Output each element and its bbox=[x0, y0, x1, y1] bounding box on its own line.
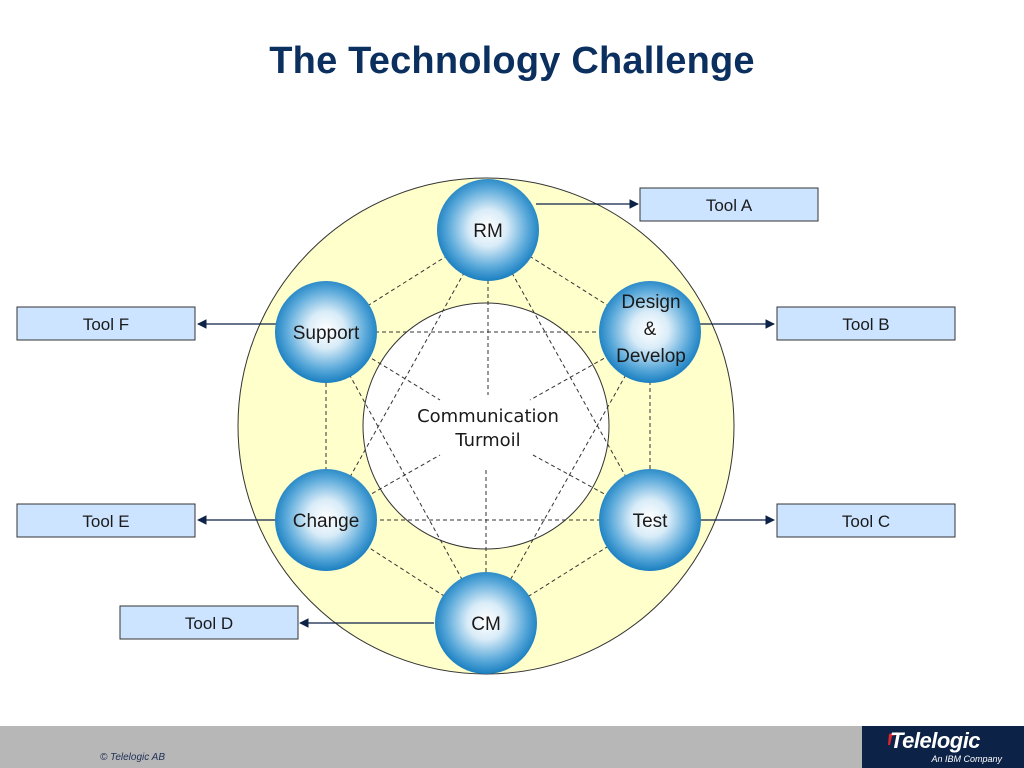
tool-b-label: Tool B bbox=[842, 315, 889, 334]
logo-wordmark: Telelogic bbox=[890, 728, 981, 753]
spoke-connections bbox=[365, 280, 611, 575]
node-test: Test bbox=[599, 469, 701, 571]
tool-a-label: Tool A bbox=[706, 196, 753, 215]
tool-box-d: Tool D bbox=[119, 605, 299, 640]
tool-box-b: Tool B bbox=[776, 306, 956, 341]
telelogic-logo: Telelogic An IBM Company bbox=[862, 726, 1024, 768]
node-design-label-line2: & bbox=[644, 319, 657, 340]
logo-tagline: An IBM Company bbox=[931, 754, 1002, 764]
tool-arrows bbox=[197, 199, 775, 628]
node-test-label: Test bbox=[633, 511, 669, 532]
node-design-label-line3: Develop bbox=[616, 346, 686, 367]
tool-c-label: Tool C bbox=[842, 512, 890, 531]
node-change: Change bbox=[275, 469, 377, 571]
tool-box-c: Tool C bbox=[776, 503, 956, 538]
page-title: The Technology Challenge bbox=[269, 40, 755, 82]
footer-bar: © Telelogic AB Telelogic An IBM Company bbox=[0, 726, 1024, 768]
node-design-develop: Design & Develop bbox=[599, 281, 701, 383]
node-rm: RM bbox=[437, 179, 539, 281]
node-support-label: Support bbox=[293, 323, 360, 344]
tool-box-e: Tool E bbox=[16, 503, 196, 538]
node-change-label: Change bbox=[293, 511, 360, 532]
center-label-line2: Turmoil bbox=[454, 430, 520, 451]
node-cm: CM bbox=[435, 572, 537, 674]
tool-box-f: Tool F bbox=[16, 306, 196, 341]
tool-f-label: Tool F bbox=[83, 315, 129, 334]
technology-cycle-diagram: Communication Turmoil RM Design & Develo… bbox=[16, 177, 956, 675]
tool-box-a: Tool A bbox=[639, 187, 819, 222]
node-cm-label: CM bbox=[471, 614, 501, 635]
tool-e-label: Tool E bbox=[82, 512, 129, 531]
node-rm-label: RM bbox=[473, 221, 503, 242]
logo-swoosh-icon bbox=[888, 732, 897, 745]
node-support: Support bbox=[275, 281, 377, 383]
node-design-label-line1: Design bbox=[621, 292, 680, 313]
tool-d-label: Tool D bbox=[185, 614, 233, 633]
center-label-line1: Communication bbox=[417, 406, 559, 427]
copyright-text: © Telelogic AB bbox=[100, 752, 165, 763]
